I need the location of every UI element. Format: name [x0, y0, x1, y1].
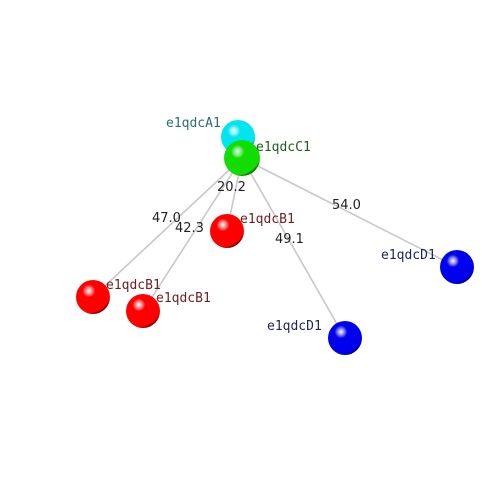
edge-n_c1-n_d1_right	[241, 157, 458, 268]
node-label: e1qdcD1	[267, 319, 322, 334]
edge-distance-label: 42.3	[175, 221, 204, 236]
node-sphere-blue	[440, 250, 474, 284]
node-label: e1qdcA1	[166, 116, 221, 131]
node-sphere-blue	[328, 321, 362, 355]
labels-layer: 20.247.042.349.154.0e1qdcB1e1qdcB1e1qdcB…	[106, 116, 436, 334]
node-sphere-red	[210, 214, 244, 248]
node-label: e1qdcD1	[381, 248, 436, 263]
node-label: e1qdcB1	[240, 212, 295, 227]
edge-distance-label: 20.2	[217, 180, 246, 195]
node-sphere-green	[224, 140, 260, 176]
edge-distance-label: 47.0	[152, 211, 181, 226]
node-label: e1qdcB1	[156, 291, 211, 306]
node-sphere-red	[76, 280, 110, 314]
edge-n_c1-n_d1_low	[241, 157, 346, 339]
edge-distance-label: 49.1	[275, 232, 304, 247]
edge-n_c1-n_b1_low	[142, 157, 243, 312]
node-label: e1qdcC1	[256, 140, 311, 155]
edge-distance-label: 54.0	[332, 198, 361, 213]
edge-n_c1-n_b1_left	[92, 157, 243, 298]
node-label: e1qdcB1	[106, 278, 161, 293]
node-sphere-red	[126, 294, 160, 328]
edges-layer	[92, 157, 458, 339]
nodes-layer	[76, 120, 474, 355]
